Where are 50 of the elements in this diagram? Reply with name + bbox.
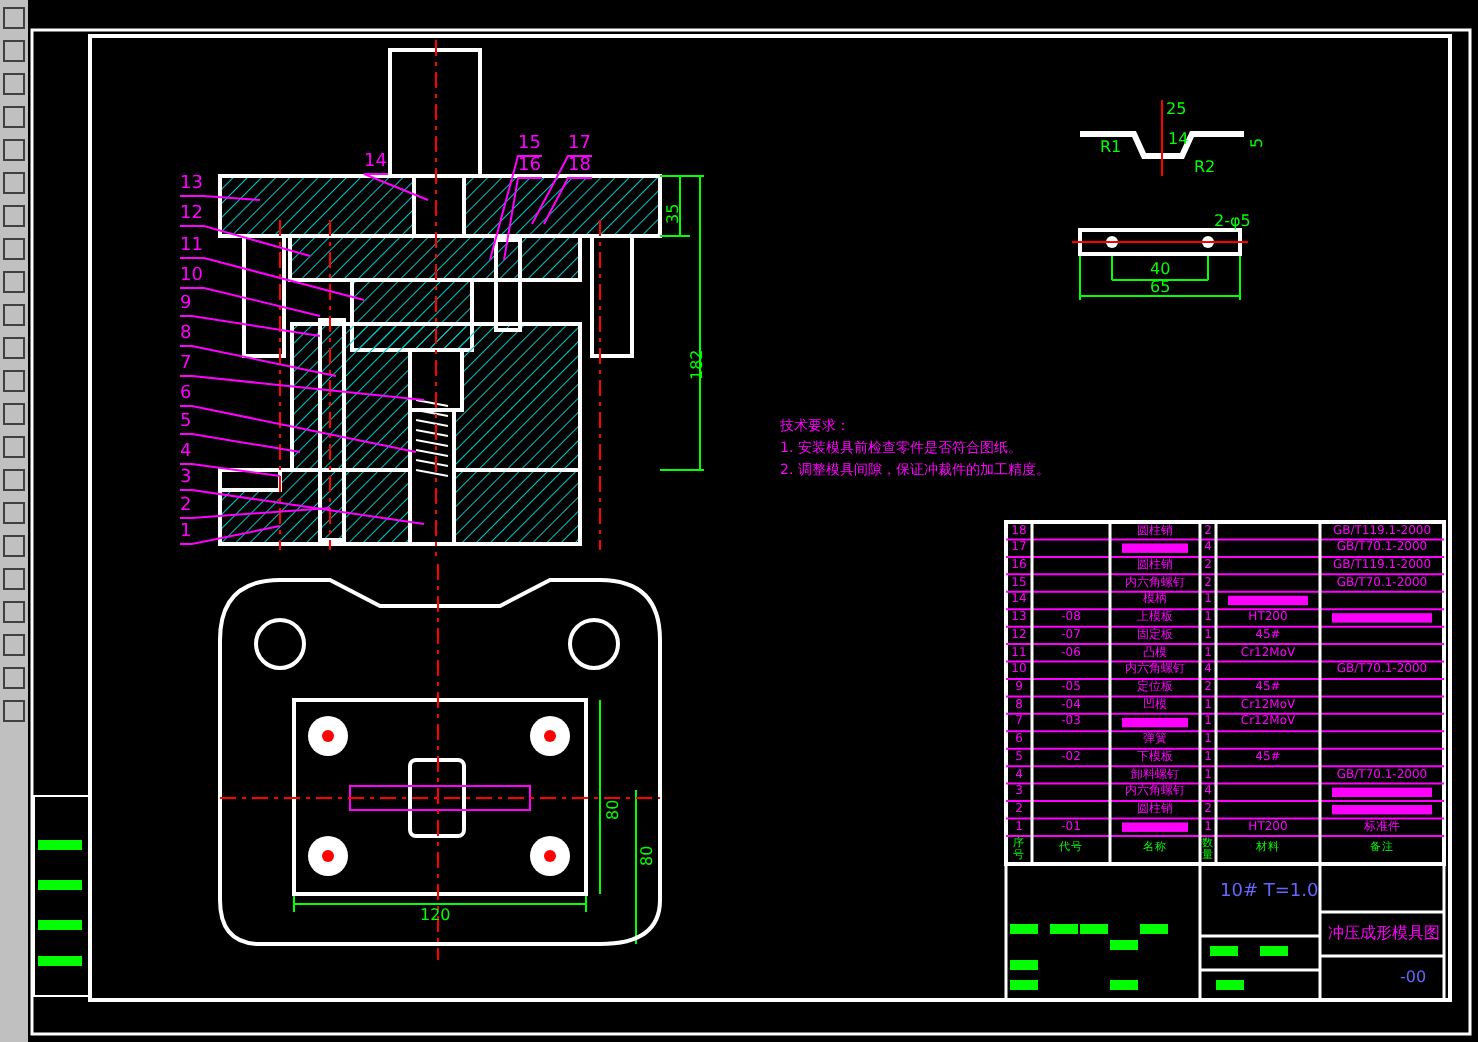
- leader-line: [179, 257, 365, 301]
- callout-number: 8: [180, 326, 192, 344]
- drawing-number: -00: [1400, 970, 1427, 986]
- leader-line: [543, 177, 593, 225]
- callout-number: 12: [180, 206, 203, 224]
- callout-number: 5: [180, 414, 192, 432]
- callout-number: 17: [568, 136, 591, 154]
- drawing-title: 冲压成形模具图: [1328, 926, 1440, 942]
- dimension-value: 40: [1150, 262, 1171, 278]
- callout-number: 15: [518, 136, 541, 154]
- leader-line: [179, 195, 261, 201]
- dimension-value: 2-φ5: [1214, 214, 1251, 230]
- callout-number: 16: [518, 158, 541, 176]
- leader-line: [179, 287, 321, 317]
- dimension-value: 5: [1250, 137, 1266, 148]
- leader-line: [179, 489, 425, 525]
- leader-line: [531, 155, 593, 225]
- callout-number: 6: [180, 386, 192, 404]
- dimension-value: R2: [1194, 160, 1216, 176]
- callout-number: 10: [180, 268, 203, 286]
- callout-number: 2: [180, 498, 192, 516]
- leader-line: [179, 405, 417, 453]
- leader-line: [179, 507, 331, 519]
- dimension-value: 80: [606, 799, 622, 820]
- callout-number: 13: [180, 176, 203, 194]
- leader-line: [179, 525, 281, 545]
- callout-number: 11: [180, 238, 203, 256]
- dimension-value: 14: [1168, 132, 1189, 148]
- leader-line: [489, 155, 543, 261]
- leader-line: [179, 345, 337, 377]
- dimension-value: 25: [1166, 102, 1187, 118]
- leader-line: [179, 463, 281, 477]
- leader-line: [179, 225, 311, 257]
- callout-number: 4: [180, 444, 192, 462]
- dimension-value: R1: [1100, 140, 1122, 156]
- material-thickness: 10# T=1.0: [1220, 884, 1319, 902]
- leader-line: [363, 173, 429, 201]
- callout-number: 3: [180, 470, 192, 488]
- leader-line: [503, 177, 543, 261]
- callout-number: 18: [568, 158, 591, 176]
- leader-line: [179, 315, 321, 337]
- callout-number: 1: [180, 524, 192, 542]
- leader-line: [179, 375, 425, 401]
- callout-number: 14: [364, 154, 387, 172]
- callout-number: 9: [180, 296, 192, 314]
- callout-number: 7: [180, 356, 192, 374]
- leader-line: [179, 433, 301, 453]
- dimension-value: 120: [420, 908, 451, 924]
- dimension-value: 80: [640, 845, 656, 866]
- dimension-value: 35: [666, 203, 682, 224]
